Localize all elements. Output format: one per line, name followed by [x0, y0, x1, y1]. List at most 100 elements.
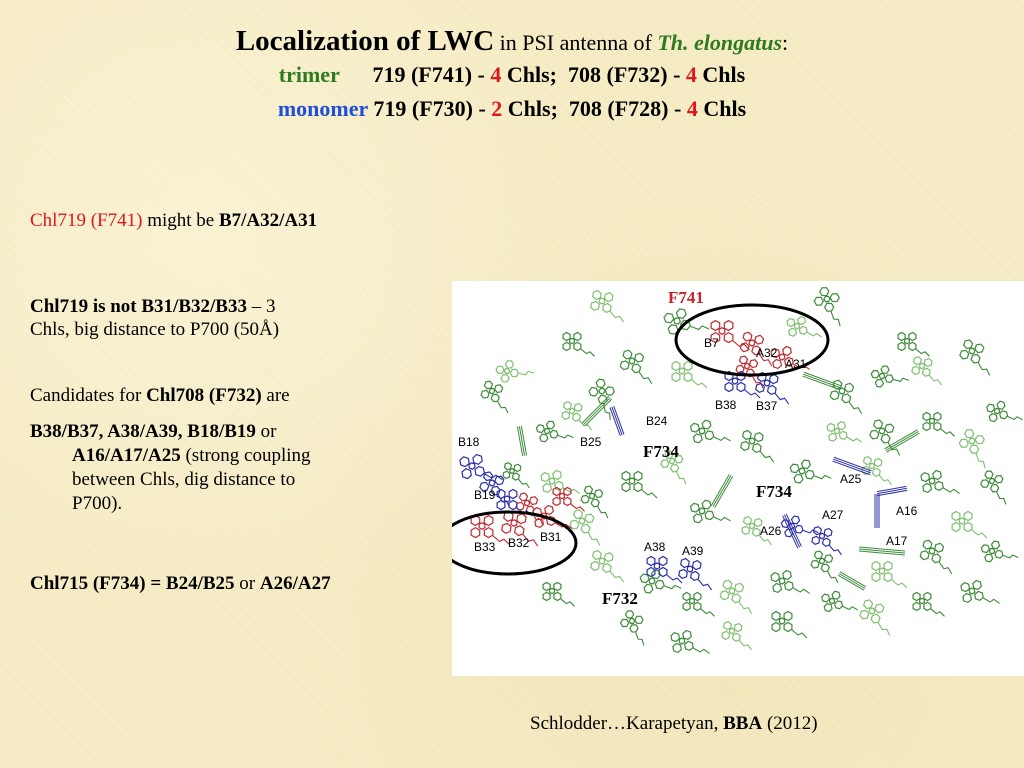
chl-green-18	[826, 420, 863, 443]
chl-green-34	[810, 550, 839, 584]
citation-year: (2012)	[762, 713, 818, 734]
carotenoid-stick-1	[609, 406, 625, 436]
monomer-text-b: Chls; 708 (F728) -	[502, 96, 687, 121]
res-a38: A38	[644, 540, 666, 554]
label-f734-left: F734	[643, 442, 679, 461]
paragraph-chl715: Chl715 (F734) = B24/B25 or A26/A27	[30, 572, 450, 595]
monomer-text-a: 719 (F730) -	[367, 96, 492, 121]
p4-or: or	[255, 421, 277, 442]
title-line-1: Localization of LWC in PSI antenna of Th…	[0, 24, 1024, 58]
chlorophyll-molecules	[459, 287, 1023, 654]
title-rest: in PSI antenna of	[494, 30, 658, 55]
trimer-text-a: 719 (F741) -	[339, 62, 491, 87]
chl-green-17	[869, 419, 901, 456]
chl-red-1	[739, 331, 773, 367]
p2-bold: Chl719 is not B31/B32/B33	[30, 296, 247, 317]
res-b7: B7	[704, 336, 719, 350]
p2-line2: Chls, big distance to P700 (50Å)	[30, 319, 280, 340]
chl-green-6	[495, 360, 535, 383]
trimer-num-a: 4	[490, 62, 502, 87]
chl-green-23	[580, 485, 609, 519]
chl-green-30	[951, 510, 988, 539]
p1-red: Chl719 (F741)	[30, 210, 143, 231]
chl-green-16	[922, 411, 955, 437]
chl-green-29	[980, 470, 1007, 505]
chl-blue-2	[459, 453, 503, 481]
chl-green-43	[771, 610, 808, 639]
chl-green-13	[959, 339, 991, 376]
p4-rest3: P700).	[72, 493, 123, 514]
chl-green-31	[980, 540, 1019, 563]
chl-green-11	[870, 365, 910, 388]
res-a17: A17	[886, 534, 908, 548]
paragraph-candidates: Candidates for Chl708 (F732) are	[30, 384, 450, 407]
res-a27: A27	[822, 508, 844, 522]
chl-red-8	[552, 486, 585, 512]
carotenoid-stick-4	[782, 513, 802, 549]
carotenoid-stick-9	[516, 425, 528, 457]
label-f741: F741	[668, 288, 704, 307]
chl-red-5	[501, 510, 539, 547]
chl-green-41	[670, 629, 710, 654]
p3-bold: Chl708 (F732)	[146, 385, 262, 406]
res-b32: B32	[508, 536, 530, 550]
carotenoid-stick-0	[581, 395, 613, 427]
title-colon: :	[782, 30, 789, 55]
trimer-label: trimer	[278, 62, 340, 87]
p3-a: Candidates for	[30, 385, 147, 406]
monomer-num-b: 4	[686, 96, 698, 121]
res-b37: B37	[756, 399, 778, 413]
carotenoid-stick-7	[884, 429, 920, 453]
monomer-label: monomer	[277, 96, 368, 121]
p5-bold2: A26/A27	[259, 573, 331, 594]
res-b24: B24	[646, 414, 668, 428]
chl-green-28	[920, 469, 960, 494]
trimer-num-b: 4	[685, 62, 697, 87]
chl-green-20	[689, 419, 731, 444]
chl-green-33	[871, 560, 908, 589]
monomer-text-c: Chls	[697, 96, 747, 121]
carotenoid-stick-6	[802, 371, 842, 391]
citation-journal: BBA	[723, 713, 763, 734]
chlorophyll-structure-svg: F741 F734 F734 F732 B7 A32 A31 B38 B37 B…	[452, 287, 1023, 654]
res-a39: A39	[682, 544, 704, 558]
chl-green-32	[919, 539, 953, 575]
chl-blue-7	[780, 515, 819, 538]
carotenoid-stick-5	[874, 494, 880, 528]
chl-green-42	[721, 620, 752, 651]
chl-green-14	[986, 400, 1023, 423]
res-b18: B18	[458, 435, 480, 449]
f741-highlight-ellipse	[674, 303, 830, 377]
trimer-text-c: Chls	[696, 62, 746, 87]
chl-blue-6	[678, 557, 713, 591]
chl-green-39	[590, 549, 625, 583]
res-b33: B33	[474, 540, 496, 554]
chl-green-1	[663, 308, 710, 335]
citation: Schlodder…Karapetyan, BBA (2012)	[530, 713, 818, 735]
title-line-trimer: trimer 719 (F741) - 4 Chls; 708 (F732) -…	[0, 58, 1024, 92]
res-b31: B31	[540, 530, 562, 544]
chl-green-0	[590, 289, 625, 323]
chl-green-19	[740, 429, 775, 463]
chl-green-52	[897, 331, 930, 357]
p5-bold1: Chl715 (F734) = B24/B25	[30, 573, 235, 594]
p5-or: or	[234, 573, 260, 594]
chl-green-10	[829, 379, 863, 415]
label-f734-right: F734	[756, 482, 792, 501]
carotenoid-stick-11	[837, 571, 867, 591]
chl-green-9	[671, 360, 708, 389]
chl-green-53	[535, 420, 574, 443]
res-b25: B25	[580, 435, 602, 449]
chl-green-5	[562, 331, 595, 357]
label-f732: F732	[602, 589, 638, 608]
p4-bold2: A16/A17/A25	[72, 445, 181, 466]
chl-green-44	[821, 590, 858, 613]
paragraph-candidate-list: B38/B37, A38/A39, B18/B19 or A16/A17/A25…	[30, 420, 450, 516]
res-a31: A31	[785, 357, 807, 371]
chl-blue-8	[811, 525, 842, 556]
p4-indent-1: A16/A17/A25 (strong coupling	[30, 444, 450, 468]
chl-green-35	[770, 569, 810, 594]
chl-green-2	[813, 287, 841, 327]
carotenoid-stick-10	[710, 474, 734, 508]
chl-green-36	[719, 579, 753, 615]
